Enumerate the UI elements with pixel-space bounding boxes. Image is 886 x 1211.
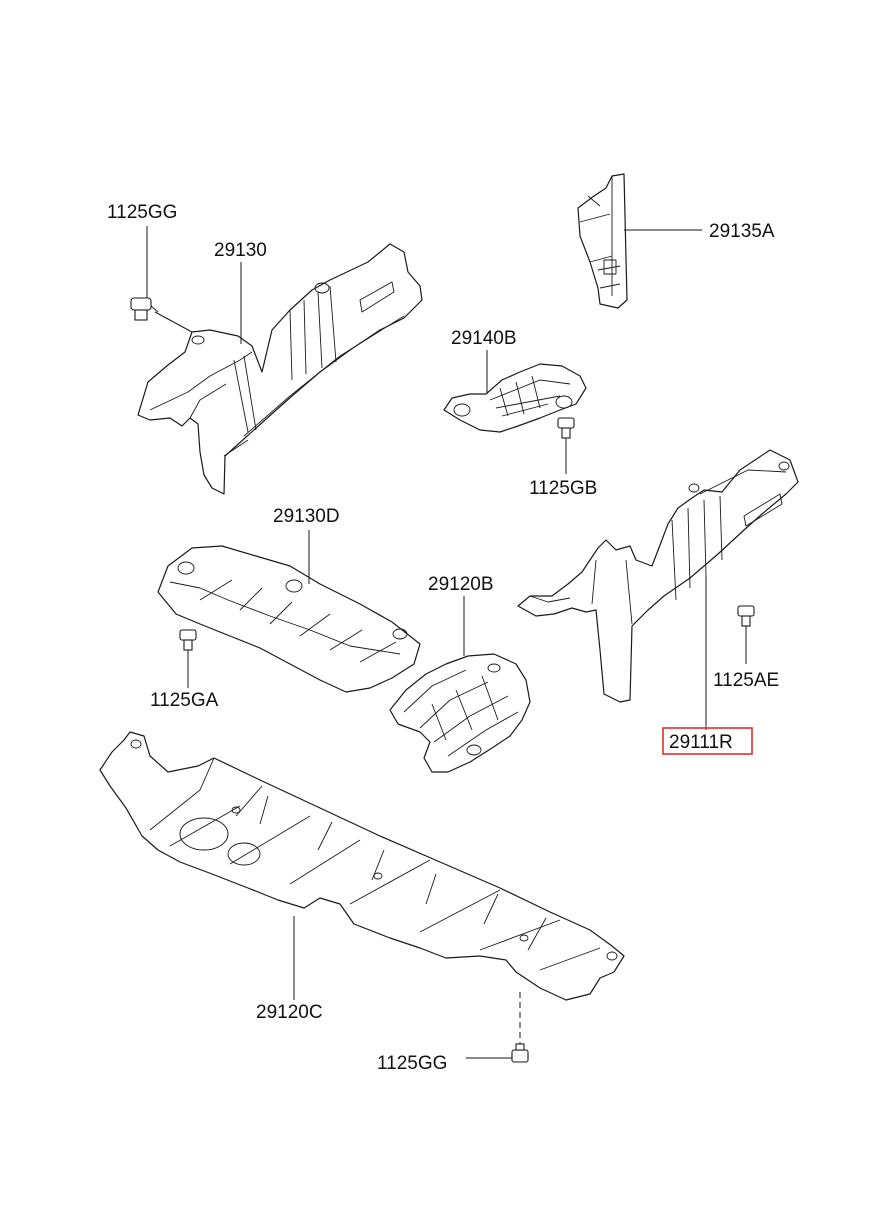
label-29140b: 29140B bbox=[451, 328, 517, 349]
label-29120b: 29120B bbox=[428, 574, 494, 595]
part-29135a-bracket[interactable] bbox=[577, 173, 628, 309]
part-29140b-shield[interactable] bbox=[443, 363, 587, 433]
label-1125ae: 1125AE bbox=[713, 670, 779, 691]
leader-lines bbox=[146, 226, 747, 1059]
part-29130-cover[interactable] bbox=[137, 243, 423, 495]
part-29120b-shield[interactable] bbox=[389, 653, 531, 773]
bolt-1125ga[interactable] bbox=[179, 629, 197, 651]
part-29120c-cover[interactable] bbox=[99, 731, 625, 1001]
label-29111r[interactable]: 29111R bbox=[669, 732, 733, 753]
bolt-1125gb[interactable] bbox=[557, 417, 575, 439]
label-29135a: 29135A bbox=[709, 221, 775, 242]
bolt-1125ae[interactable] bbox=[737, 605, 755, 627]
label-1125ga: 1125GA bbox=[150, 690, 219, 711]
label-29130: 29130 bbox=[214, 240, 267, 261]
label-29120c: 29120C bbox=[256, 1002, 323, 1023]
label-1125gg-top: 1125GG bbox=[107, 202, 177, 223]
bolt-1125gg-bottom[interactable] bbox=[511, 1043, 529, 1063]
label-29130d: 29130D bbox=[273, 506, 340, 527]
label-1125gb: 1125GB bbox=[529, 478, 597, 499]
label-1125gg-bottom: 1125GG bbox=[377, 1053, 447, 1074]
part-29111r-cover[interactable] bbox=[517, 449, 799, 703]
label-highlight-box bbox=[662, 727, 753, 755]
bolt-1125gg-top[interactable] bbox=[130, 297, 159, 321]
part-29130d-cover[interactable] bbox=[157, 545, 421, 693]
